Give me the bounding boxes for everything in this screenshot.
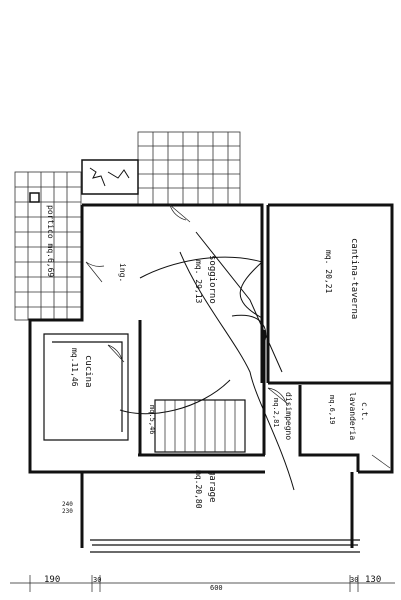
portico-label: portico mq.6,69	[46, 205, 55, 277]
planter-box	[81, 159, 139, 195]
garage-outline	[80, 470, 360, 553]
cucina-area: mq.11,46	[70, 348, 79, 387]
dimension-garage-a: 240	[62, 501, 73, 508]
soggiorno-label: soggiorno	[207, 255, 217, 304]
dimension-garage-b: 230	[62, 508, 73, 515]
dimension-small-left: 30	[93, 576, 101, 584]
sketch-lines	[119, 231, 295, 491]
outer-walls	[28, 203, 394, 474]
cantina-area: mq. 20,21	[324, 250, 333, 294]
ct-label: c.t.	[360, 402, 369, 421]
column-mark	[29, 192, 40, 203]
dimension-small-right: 30	[350, 576, 358, 584]
dimension-line	[10, 575, 395, 592]
cantina-label: cantina-taverna	[349, 238, 359, 319]
disimpegno-area: mq.2,81	[272, 398, 280, 428]
disimpegno-label: disimpegno	[284, 392, 293, 440]
cucina-label: cucina	[83, 355, 93, 388]
kitchen-counter	[43, 333, 129, 441]
dimension-right: 130	[365, 575, 381, 585]
dimension-left: 190	[44, 575, 60, 585]
ingresso-label: ing.	[118, 263, 127, 282]
stair-area: mq.5,46	[148, 405, 156, 435]
soggiorno-area: mq. 29,13	[194, 260, 203, 304]
terrace-tiles	[137, 131, 241, 205]
staircase	[154, 399, 246, 453]
door-swings	[85, 204, 391, 469]
dimension-mid: 600	[210, 584, 223, 592]
garage-area: mq.20,80	[194, 470, 203, 509]
garage-label: garage	[207, 470, 217, 503]
lavanderia-area: mq.6,19	[328, 395, 336, 425]
lavanderia-label: lavanderia	[348, 392, 357, 440]
